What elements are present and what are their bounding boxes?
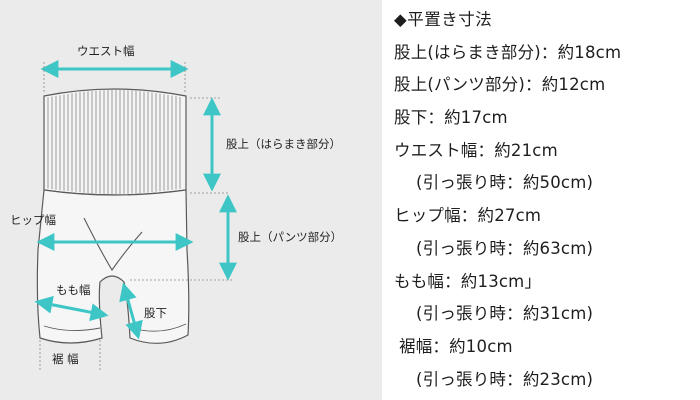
spec-line: 裾幅：約10cm — [399, 336, 513, 356]
waist-label: ウエスト幅 — [77, 44, 135, 58]
hip-label: ヒップ幅 — [10, 213, 56, 227]
measurement-list: ◆平置き寸法 股上(はらまき部分)：約18cm 股上(パンツ部分)：約12cm … — [394, 4, 698, 396]
inseam-label: 股下 — [144, 306, 167, 320]
rise-pants-label: 股上（パンツ部分） — [238, 230, 343, 244]
spec-title: ◆平置き寸法 — [394, 10, 493, 29]
spec-line: もも幅：約13cm」 — [394, 271, 542, 291]
shorts-outline — [36, 189, 190, 344]
spec-line: ヒップ幅：約27cm — [394, 206, 542, 226]
spec-line-stretch: (引っ張り時：約31cm) — [416, 304, 594, 324]
spec-line-stretch: (引っ張り時：約50cm) — [416, 173, 594, 193]
waistband-outline — [43, 88, 187, 196]
left-hem-line — [43, 325, 101, 331]
diagram-panel: ウエスト幅 股上（はらまき部分） ヒップ幅 股上（パンツ部分） もも幅 股下 裾… — [0, 0, 382, 400]
spec-line: ウエスト幅：約21cm — [394, 140, 558, 160]
spec-line: 股上(パンツ部分)：約12cm — [394, 75, 606, 95]
hem-label: 裾 幅 — [52, 352, 79, 366]
garment-diagram — [34, 60, 237, 372]
spec-line-stretch: (引っ張り時：約63cm) — [416, 238, 594, 258]
thigh-label: もも幅 — [56, 283, 91, 297]
spec-line-stretch: (引っ張り時：約23cm) — [416, 369, 594, 389]
spec-line: 股下：約17cm — [394, 108, 508, 128]
thigh-arrow — [34, 295, 109, 322]
rise-haramaki-label: 股上（はらまき部分） — [226, 137, 341, 151]
inseam-arrow — [119, 282, 143, 340]
spec-line: 股上(はらまき部分)：約18cm — [394, 42, 622, 62]
